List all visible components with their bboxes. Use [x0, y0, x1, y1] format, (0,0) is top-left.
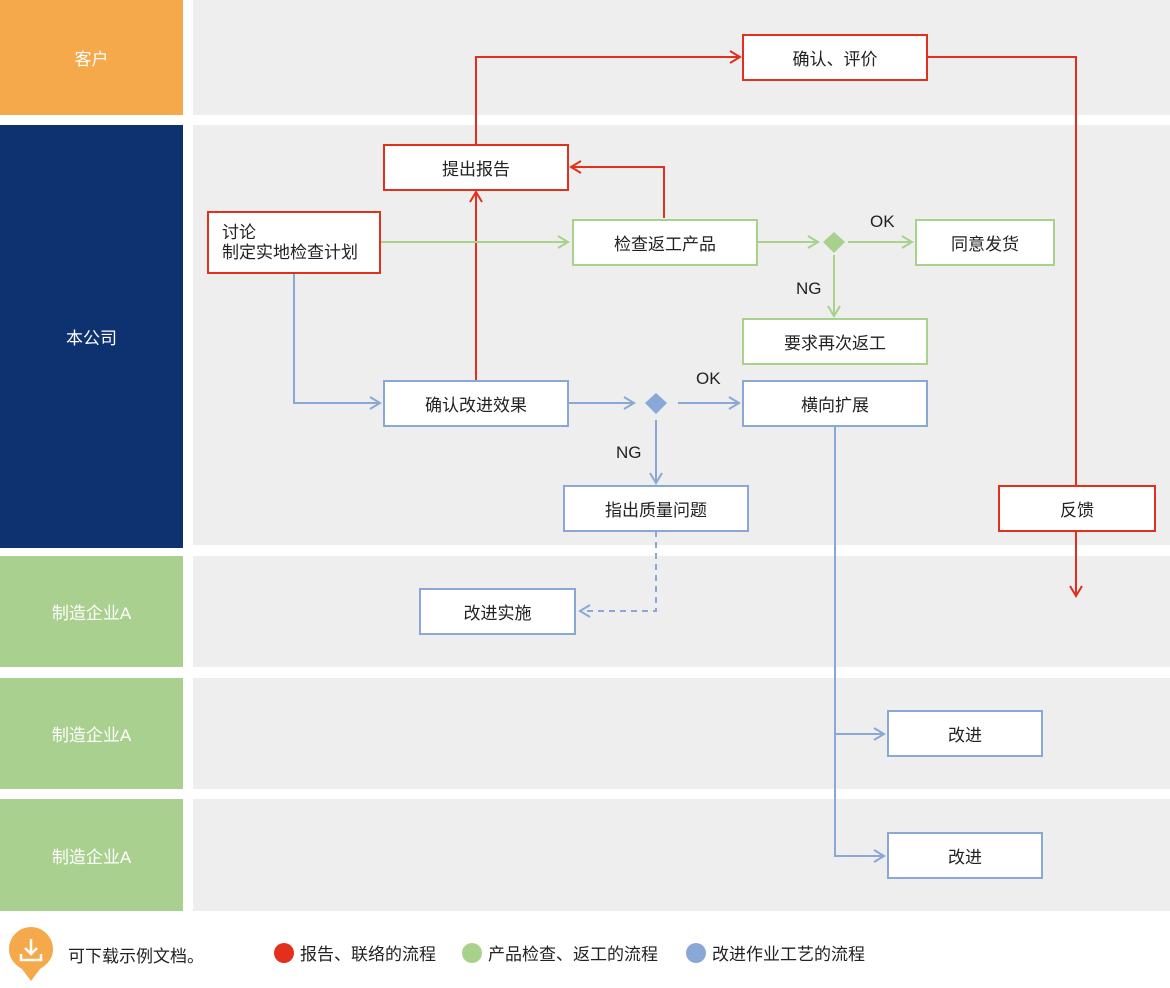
- node-confirm-evaluate: 确认、评价: [742, 34, 928, 81]
- lane-label-manufacturer-3: 制造企业A: [0, 799, 183, 911]
- download-icon[interactable]: [6, 925, 56, 983]
- node-discuss-plan: 讨论 制定实地检查计划: [207, 211, 381, 274]
- node-implement: 改进实施: [419, 588, 576, 635]
- node-request-rework: 要求再次返工: [742, 318, 928, 365]
- flow-report-to-confirm: [475, 50, 742, 144]
- node-agree-ship: 同意发货: [915, 219, 1055, 266]
- lane-label-manufacturer-2: 制造企业A: [0, 678, 183, 789]
- lane-bg-manufacturer-1: [193, 556, 1170, 667]
- legend-label-improvement: 改进作业工艺的流程: [712, 945, 865, 964]
- node-discuss-line2: 制定实地检查计划: [222, 242, 358, 262]
- lane-label-company: 本公司: [0, 125, 183, 548]
- legend-dot-green: [462, 942, 482, 963]
- node-improve-2: 改进: [887, 832, 1043, 879]
- decision-diamond-effect: [645, 393, 667, 414]
- flow-inspect-to-report: [569, 160, 665, 218]
- node-confirm-effect: 确认改进效果: [383, 380, 569, 427]
- flow-discuss-to-effect: [293, 273, 382, 410]
- legend-item-inspection: 产品检查、返工的流程: [462, 940, 658, 965]
- footer: 可下载示例文档。: [0, 912, 1170, 988]
- node-discuss-line1: 讨论: [222, 222, 256, 242]
- decision-diamond-inspection: [823, 232, 845, 253]
- legend-label-inspection: 产品检查、返工的流程: [488, 945, 658, 964]
- node-submit-report: 提出报告: [383, 144, 569, 191]
- node-point-issues: 指出质量问题: [563, 485, 749, 532]
- flow-confirm-to-feedback: [927, 56, 1083, 598]
- flow-expand-to-improve-1: [834, 427, 886, 741]
- node-inspect-rework: 检查返工产品: [572, 219, 758, 266]
- flow-expand-to-improve-2: [834, 734, 886, 863]
- download-text[interactable]: 可下载示例文档。: [68, 946, 204, 966]
- download-button[interactable]: 可下载示例文档。: [6, 925, 204, 983]
- node-horizontal-expand: 横向扩展: [742, 380, 928, 427]
- label-ng-inspection: NG: [796, 279, 822, 298]
- lane-label-customer: 客户: [0, 0, 183, 115]
- node-feedback: 反馈: [998, 485, 1156, 532]
- label-ok-effect: OK: [696, 369, 721, 388]
- legend-item-report: 报告、联络的流程: [274, 940, 436, 965]
- legend-label-report: 报告、联络的流程: [300, 945, 436, 964]
- legend-dot-red: [274, 942, 294, 963]
- flow-issues-to-implement: [578, 531, 657, 618]
- label-ok-inspection: OK: [870, 212, 895, 231]
- legend-item-improvement: 改进作业工艺的流程: [686, 940, 865, 965]
- label-ng-effect: NG: [616, 443, 642, 462]
- node-improve-1: 改进: [887, 710, 1043, 757]
- legend-dot-blue: [686, 942, 706, 963]
- lane-bg-company: [193, 125, 1170, 545]
- lane-label-manufacturer-1: 制造企业A: [0, 556, 183, 667]
